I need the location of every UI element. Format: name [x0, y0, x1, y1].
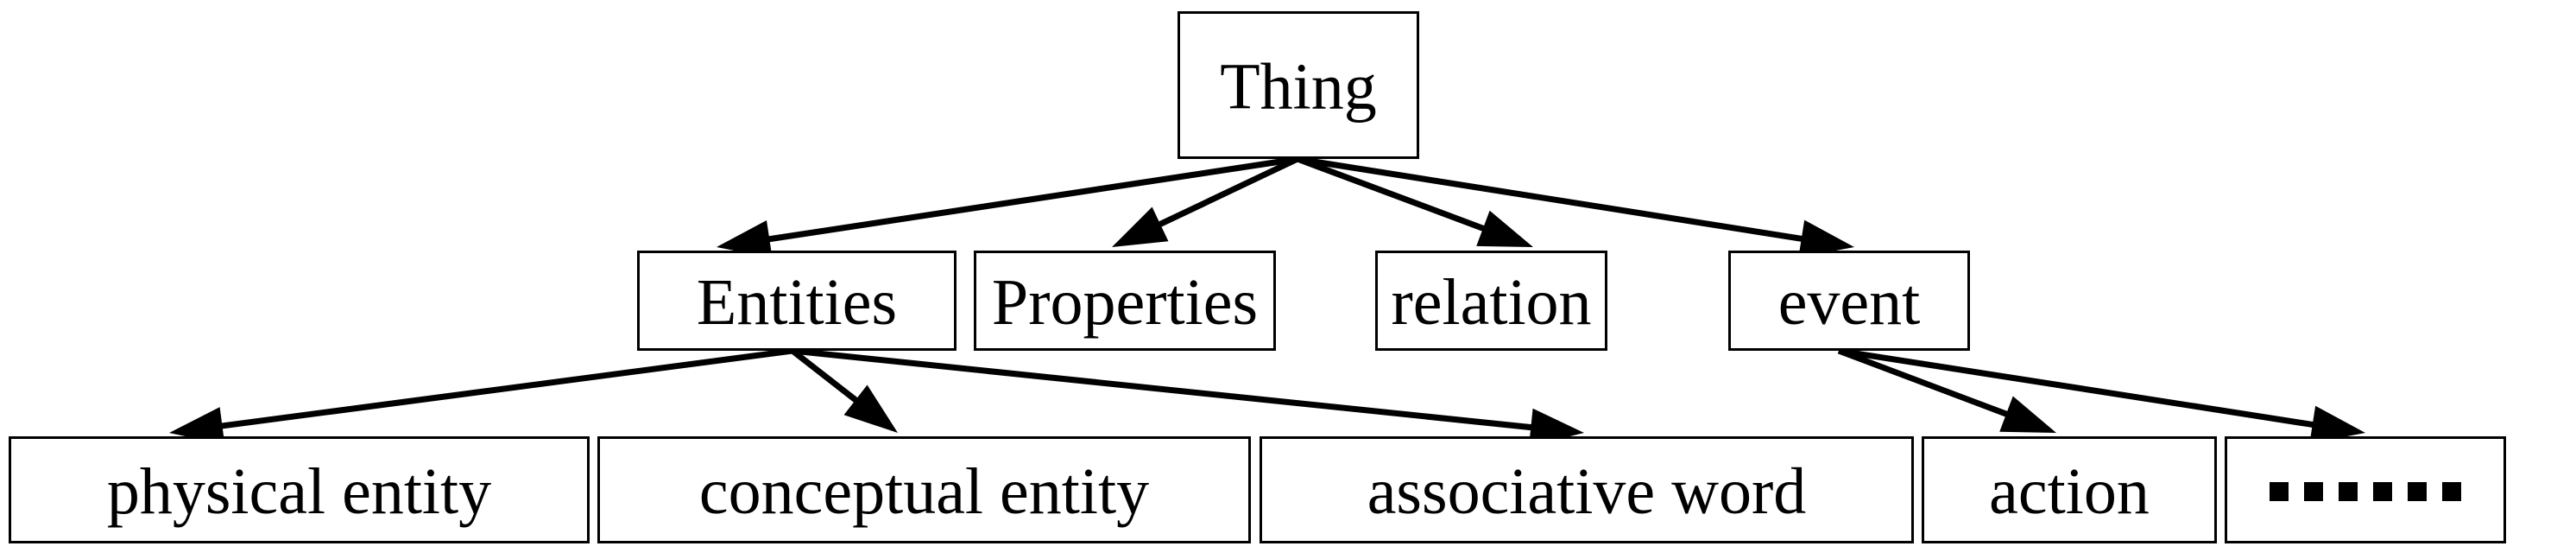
ellipsis-dot [2270, 482, 2289, 501]
node-label: Thing [1220, 51, 1377, 124]
arrowhead-icon [717, 219, 773, 258]
node-box [637, 251, 957, 351]
node-action[interactable]: action [1922, 436, 2217, 543]
node-box [2225, 436, 2506, 543]
edge-line [1297, 156, 1809, 244]
arrowhead-icon [1798, 219, 1854, 258]
arrowhead-icon [1476, 210, 1533, 247]
edge-entities-to-physical-entity [169, 347, 793, 445]
ellipsis-dot [2408, 482, 2427, 501]
ellipsis-dot [2339, 482, 2358, 501]
edge-entities-to-associative-word [792, 347, 1584, 447]
arrowhead-icon [1112, 206, 1169, 247]
edge-event-to-action [1837, 347, 2056, 433]
node-label: associative word [1367, 455, 1807, 528]
node-label: physical entity [107, 455, 491, 528]
edge-line [792, 347, 1538, 431]
edge-thing-to-event [1297, 156, 1854, 258]
node-label: Entities [697, 266, 897, 339]
node-properties[interactable]: Properties [974, 251, 1276, 351]
node-box [1375, 251, 1607, 351]
edges-layer [169, 156, 2365, 447]
arrowhead-icon [169, 407, 225, 445]
node-box [1728, 251, 1970, 351]
node-thing[interactable]: Thing [1178, 11, 1419, 159]
node-box [1178, 11, 1419, 159]
arrowhead-icon [1999, 396, 2056, 433]
node-box [1260, 436, 1914, 543]
arrowhead-icon [843, 384, 898, 433]
edge-thing-to-relation [1296, 156, 1533, 247]
node-label: relation [1391, 266, 1591, 339]
edge-entities-to-conceptual-entity [790, 348, 898, 433]
edge-event-to-ellipsis [1838, 347, 2365, 444]
ellipsis-dot [2442, 482, 2461, 501]
node-box [9, 436, 590, 543]
edge-thing-to-entities [717, 156, 1298, 258]
node-event[interactable]: event [1728, 251, 1970, 351]
node-entities[interactable]: Entities [637, 251, 957, 351]
edge-line [1296, 156, 1491, 234]
edge-line [1837, 347, 2014, 420]
arrowhead-icon [2309, 405, 2365, 444]
edge-line [790, 348, 863, 407]
node-ellipsis[interactable] [2225, 436, 2506, 543]
edge-line [1152, 156, 1299, 231]
edge-line [1838, 347, 2320, 429]
node-associative-word[interactable]: associative word [1260, 436, 1914, 543]
edge-thing-to-properties [1112, 156, 1299, 247]
node-relation[interactable]: relation [1375, 251, 1607, 351]
node-label: event [1778, 266, 1921, 339]
node-box [597, 436, 1251, 543]
edge-line [215, 347, 793, 430]
node-label: conceptual entity [699, 455, 1149, 528]
ellipsis-dot [2304, 482, 2323, 501]
ellipsis-dot [2373, 482, 2392, 501]
node-box [974, 251, 1276, 351]
edge-line [761, 156, 1298, 244]
node-conceptual-entity[interactable]: conceptual entity [597, 436, 1251, 543]
node-box [1922, 436, 2217, 543]
node-label: action [1989, 455, 2150, 528]
node-label: Properties [992, 266, 1258, 339]
node-label-ellipsis-icon [2270, 482, 2461, 501]
node-physical-entity[interactable]: physical entity [9, 436, 590, 543]
